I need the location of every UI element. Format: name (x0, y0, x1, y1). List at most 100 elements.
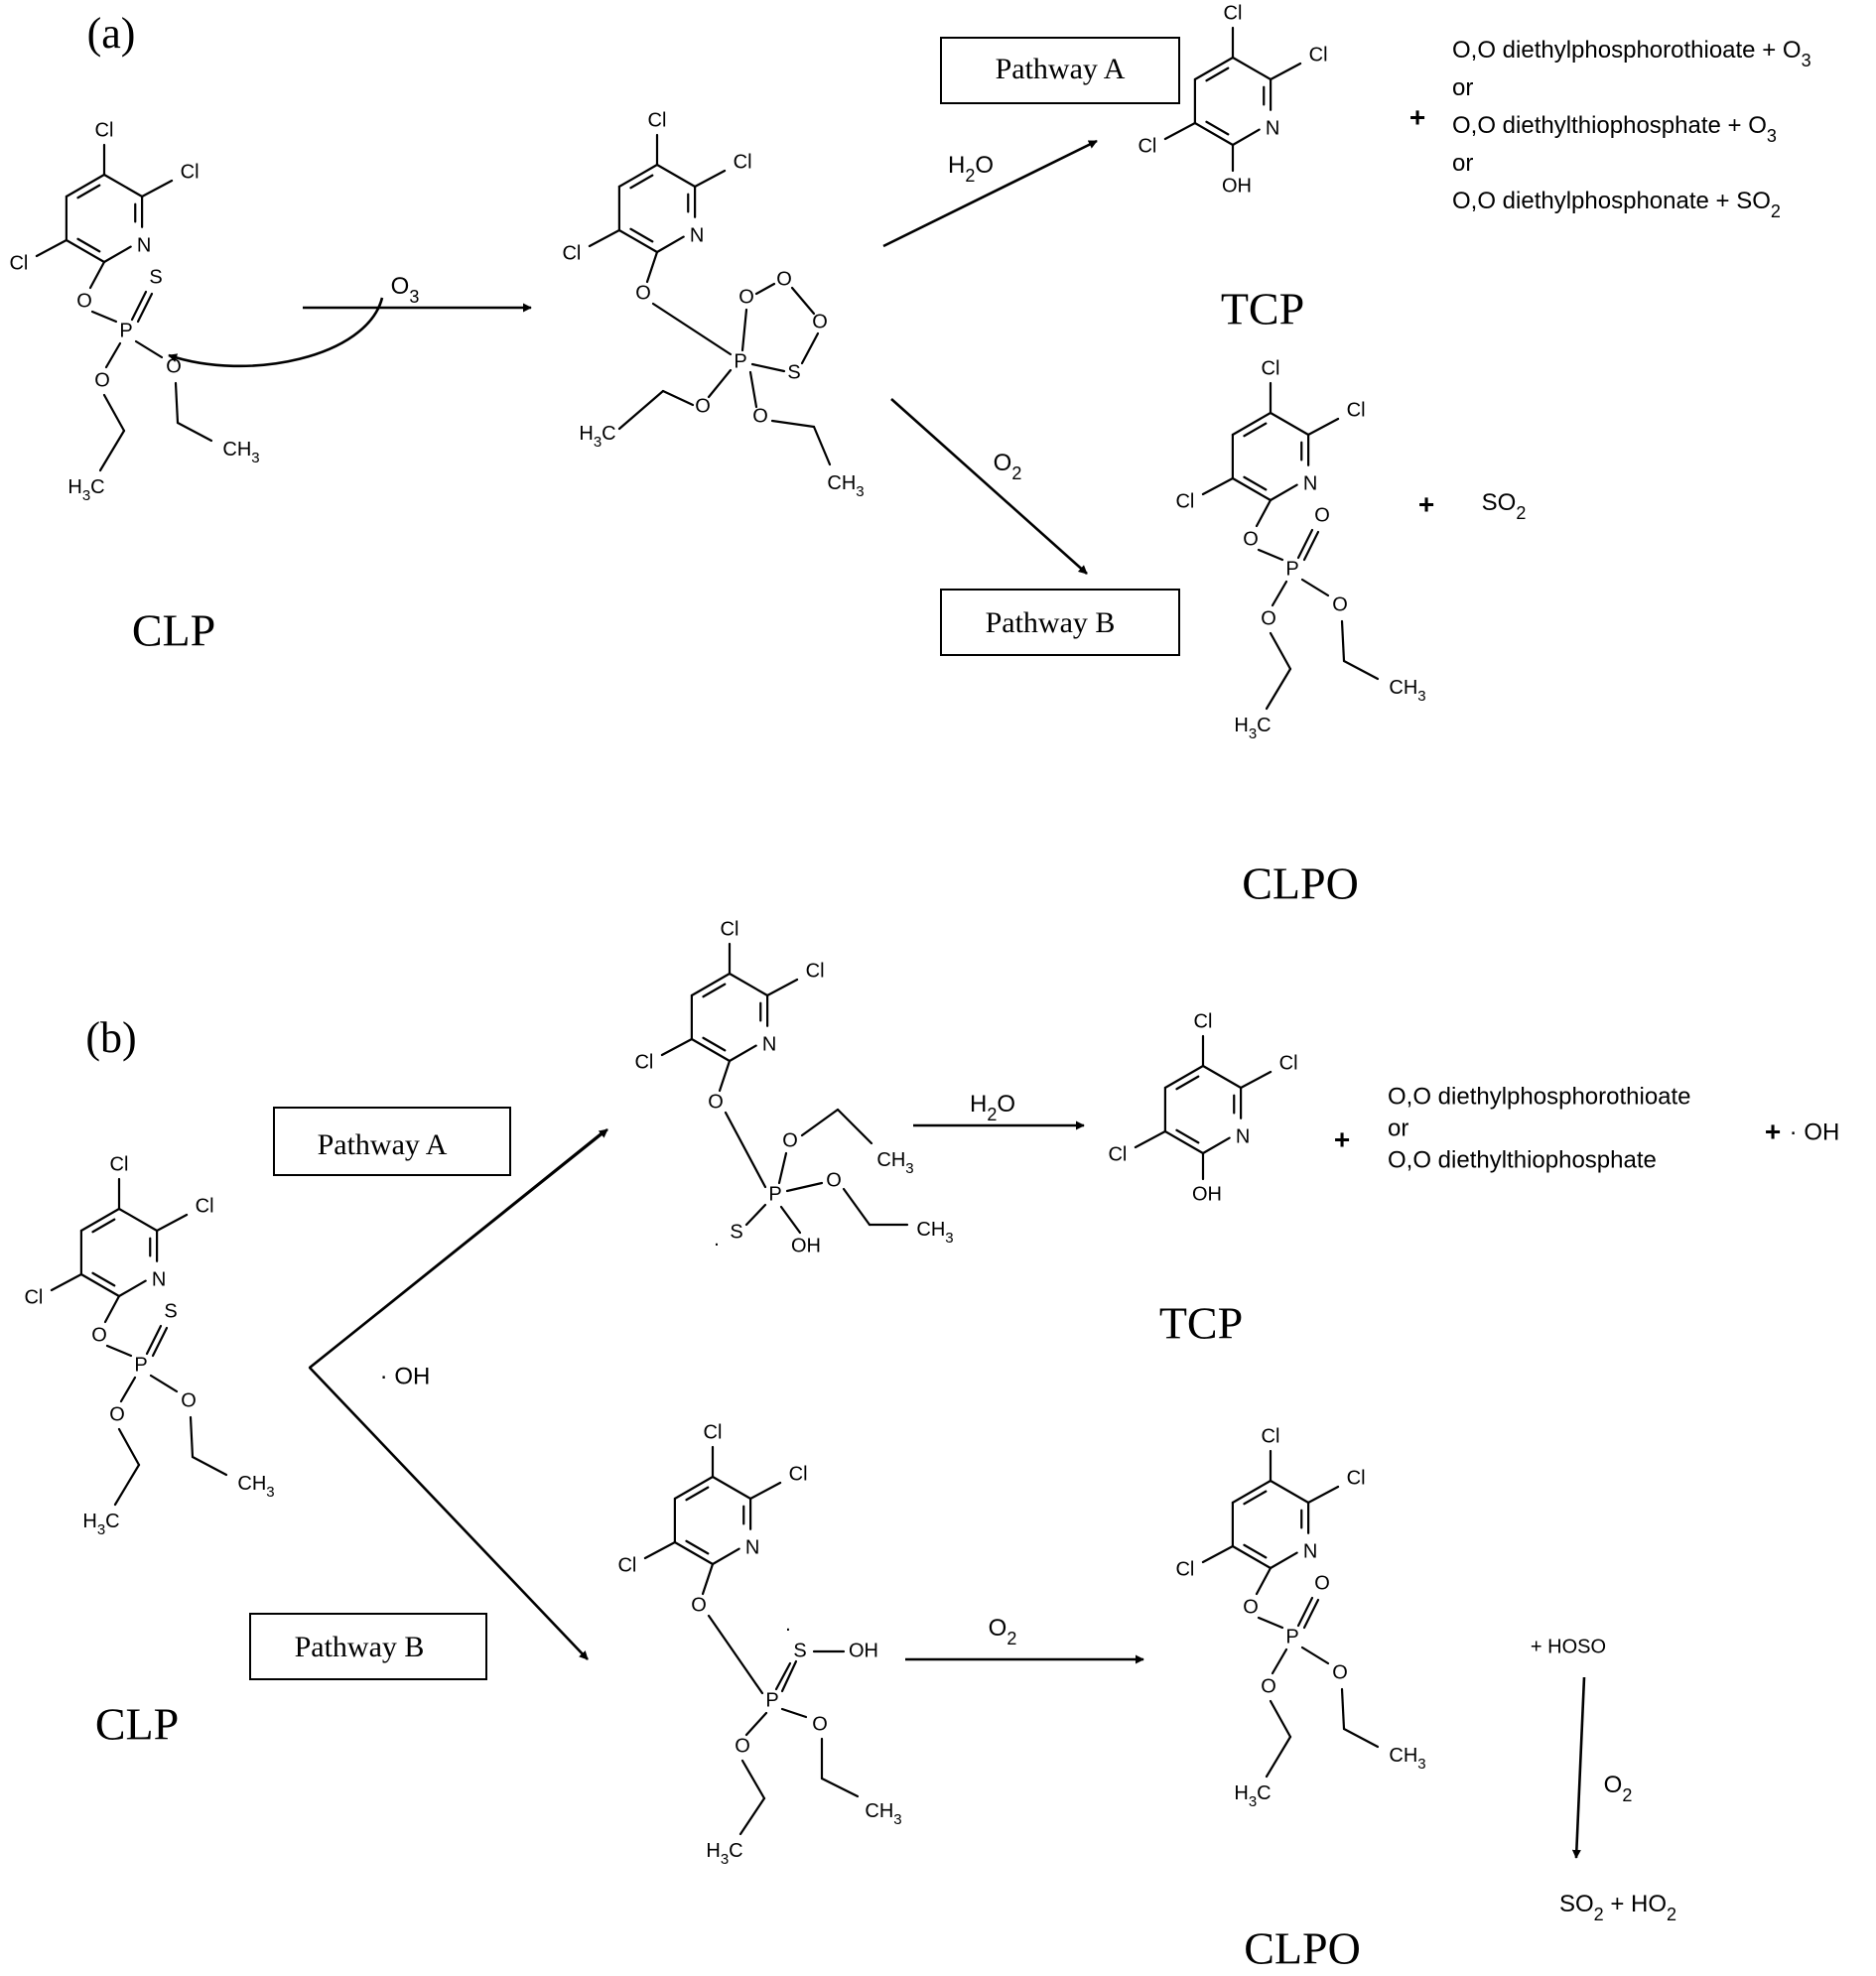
nitrogen-label: N (1303, 472, 1317, 494)
ring-double-bond (629, 227, 654, 243)
cl-bond (749, 1481, 782, 1501)
product-line: or (1452, 74, 1473, 101)
oxygen-label: O (1261, 1675, 1276, 1697)
methyl-label: CH3 (222, 439, 259, 466)
water-label: H2O (948, 152, 994, 185)
bond (1269, 631, 1292, 671)
chlorine-label: Cl (734, 151, 752, 173)
chlorine-label: Cl (806, 960, 825, 982)
tcp-label-a: TCP (1221, 284, 1304, 334)
ring-bond (655, 235, 685, 254)
double-bond (1302, 1598, 1320, 1630)
oxygen-label: O (708, 1091, 724, 1113)
bond (738, 1796, 766, 1836)
ring-bond (1231, 128, 1261, 147)
oxygen-label: O (776, 268, 792, 290)
plus-sign: + (1418, 488, 1434, 519)
pathway-a-arrow-b (309, 1127, 608, 1370)
ring-bond (79, 1272, 121, 1298)
hydroxyl-label: OH (1192, 1183, 1222, 1205)
oxygen-reagent-label: O2 (994, 450, 1022, 482)
methyl-label: CH3 (1389, 677, 1425, 705)
oxygen-label: O (738, 286, 754, 308)
phosphorus-label: P (134, 1354, 147, 1376)
ring-double-bond (1243, 1490, 1268, 1506)
ring-double-bond (76, 237, 101, 253)
bond (790, 286, 816, 316)
cl-bond (156, 1213, 189, 1233)
oxygen-label: O (752, 405, 768, 427)
plus-sign: + (1334, 1123, 1350, 1154)
oxygen-label: O (1243, 1596, 1259, 1618)
ring-double-bond (702, 983, 727, 998)
bond (836, 1108, 873, 1145)
bond (117, 1427, 141, 1467)
oxygen-label: O (1314, 504, 1330, 526)
bond (707, 368, 733, 399)
clpo-label-b: CLPO (1244, 1923, 1361, 1974)
ring-bond (1269, 1551, 1298, 1570)
bond (191, 1455, 228, 1477)
ring-double-bond (76, 184, 101, 199)
cl-bond (141, 179, 174, 198)
product-line: or (1452, 150, 1473, 177)
phosphorus-label: P (1285, 558, 1298, 580)
ring-bond (1269, 411, 1310, 437)
pathway-a-box (940, 37, 1180, 104)
product-line: O,O diethylthiophosphate + O3 (1452, 112, 1777, 145)
chlorine-label: Cl (24, 1286, 43, 1308)
ring-bond (617, 163, 659, 189)
bond (740, 1759, 766, 1800)
oxygen-label: O (812, 311, 828, 332)
methyl-label: CH3 (1389, 1745, 1425, 1773)
double-bond (774, 1661, 792, 1691)
bond (1255, 1566, 1273, 1596)
oxygen-label: O (812, 1713, 828, 1735)
ring-bond (1231, 56, 1273, 81)
pathway-b-label-b: Pathway B (295, 1631, 425, 1663)
tcp-label-b: TCP (1159, 1298, 1243, 1349)
sulfur-label: S (149, 266, 162, 288)
bond (779, 1205, 802, 1235)
chlorine-label: Cl (196, 1195, 214, 1217)
bond (174, 381, 180, 425)
ring-bond (1193, 56, 1235, 81)
cl-bond (1163, 121, 1196, 141)
cl-bond (50, 1272, 82, 1292)
ring-bond (1163, 1129, 1205, 1155)
ring-bond (65, 173, 106, 198)
bond (744, 1711, 768, 1737)
double-bond (780, 1659, 798, 1693)
sulfur-label: S (793, 1640, 806, 1661)
nitrogen-label: N (1266, 117, 1279, 139)
bond (1255, 498, 1273, 528)
ring-bond (711, 1547, 740, 1566)
double-bond (136, 292, 154, 324)
bond (1340, 1687, 1346, 1731)
oxygen-label: O (1243, 528, 1259, 550)
methyl-label: H3C (706, 1840, 742, 1868)
ring-bond (102, 245, 132, 264)
bond (800, 331, 820, 365)
plus-sign: + (1765, 1116, 1781, 1146)
bond (1342, 659, 1380, 681)
bond (750, 362, 786, 373)
ring-bond (655, 163, 697, 189)
chlorine-label: Cl (617, 1554, 636, 1576)
pathway-a-label: Pathway A (996, 53, 1126, 85)
oxygen-reagent-label-c: O2 (1604, 1772, 1633, 1804)
chlorine-label: Cl (789, 1463, 808, 1485)
sulfur-label: S (164, 1300, 177, 1322)
methyl-label: CH3 (876, 1149, 913, 1177)
bond (754, 282, 776, 296)
oxygen-label: O (1314, 1572, 1330, 1594)
cl-bond (1307, 417, 1340, 437)
